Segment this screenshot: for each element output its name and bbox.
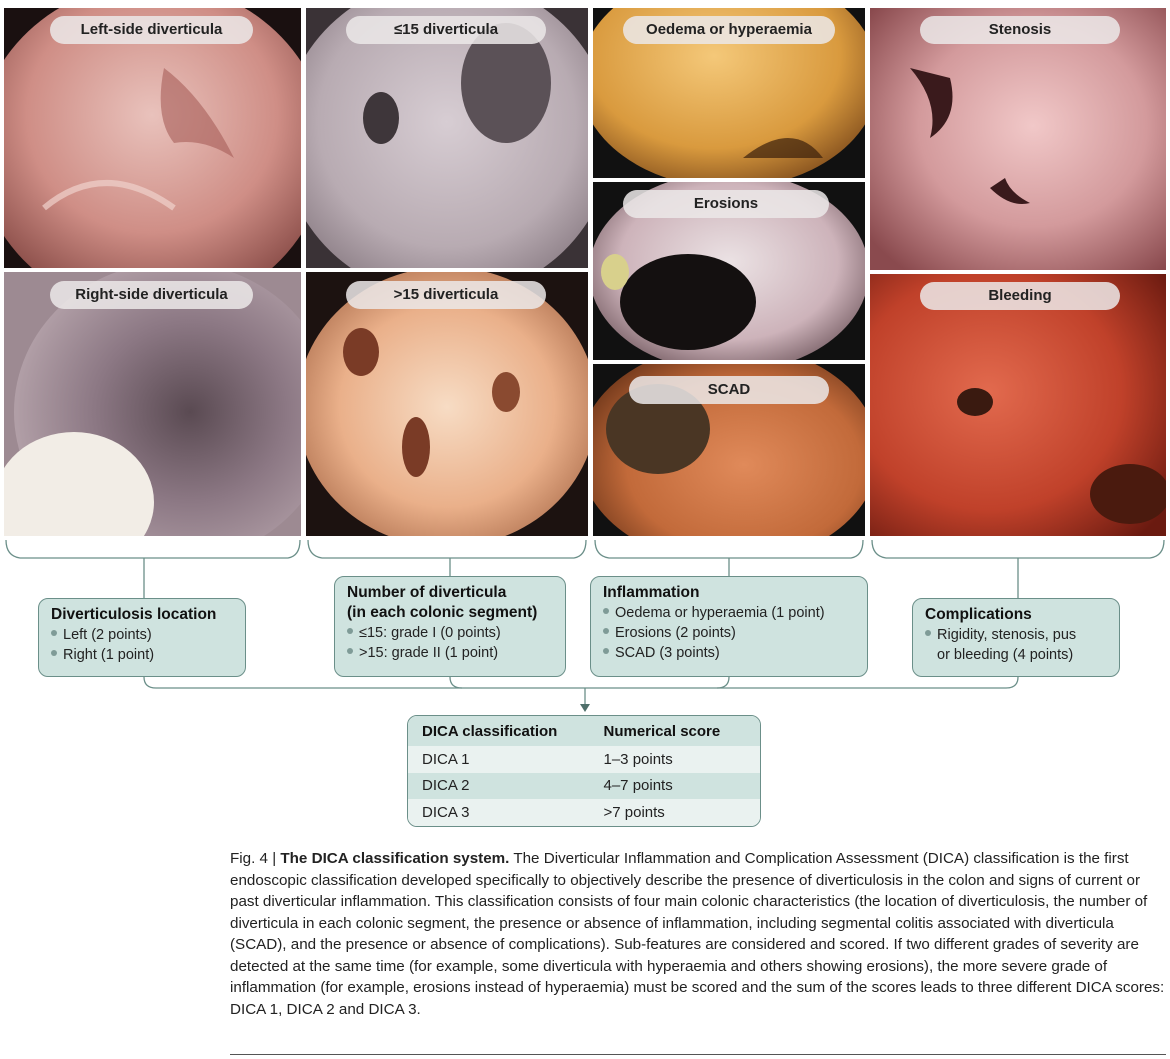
box-title-line1: Number of diverticula [347,584,507,601]
endoscopy-image [4,272,301,536]
table-header-row: DICA classification Numerical score [408,716,760,746]
panel-scad: SCAD [593,364,865,536]
box-diverticulosis-location: Diverticulosis location Left (2 points) … [38,598,246,677]
panel-label: SCAD [629,376,829,404]
caption-label: Fig. 4 | [230,850,281,867]
list-item: >15: grade II (1 point) [347,643,553,663]
box-title: Inflammation [603,584,700,601]
list-item: ≤15: grade I (0 points) [347,623,553,643]
caption-text: The Diverticular Inflammation and Compli… [230,850,1165,1018]
panel-label: Bleeding [920,282,1120,310]
list-item: Right (1 point) [51,645,233,665]
bullet-icon [347,648,353,655]
cell-score: 1–3 points [603,746,760,773]
bracket-inflammation [594,539,864,559]
panel-erosions: Erosions [593,182,865,360]
list-item: SCAD (3 points) [603,643,855,663]
panel-label: Erosions [623,190,829,218]
box-number-of-diverticula: Number of diverticula (in each colonic s… [334,576,566,677]
panel-label: Right-side diverticula [50,281,253,309]
cell-class: DICA 3 [408,799,604,826]
bracket-complications [871,539,1165,559]
panel-label: >15 diverticula [346,281,546,309]
panel-label: ≤15 diverticula [346,16,546,44]
cell-class: DICA 1 [408,746,604,773]
endoscopy-image [306,272,588,536]
box-title-line2: (in each colonic segment) [347,604,538,621]
header-score: Numerical score [603,716,760,746]
bullet-icon [603,608,609,615]
bullet-icon [51,650,57,657]
box-title: Diverticulosis location [51,606,217,623]
list-item: Oedema or hyperaemia (1 point) [603,603,855,623]
table-row: DICA 2 4–7 points [408,772,760,799]
bullet-icon [925,630,931,637]
box-title: Complications [925,606,1032,623]
endoscopy-image [870,274,1166,536]
bullet-icon [603,628,609,635]
panel-bleeding: Bleeding [870,274,1166,536]
endoscopy-image [4,8,301,268]
cell-score: >7 points [603,799,760,826]
cell-score: 4–7 points [603,772,760,799]
panel-left-side-diverticula: Left-side diverticula [4,8,301,268]
table-row: DICA 3 >7 points [408,799,760,826]
list-item: Left (2 points) [51,625,233,645]
table-row: DICA 1 1–3 points [408,746,760,773]
caption-title: The DICA classification system. [280,850,510,867]
cell-class: DICA 2 [408,772,604,799]
figure-caption: Fig. 4 | The DICA classification system.… [230,848,1166,1020]
bracket-location [5,539,301,559]
panel-gt15-diverticula: >15 diverticula [306,272,588,536]
panel-right-side-diverticula: Right-side diverticula [4,272,301,536]
bracket-number [307,539,587,559]
endoscopy-image [306,8,588,268]
arrow-head [580,704,590,712]
list-item: Erosions (2 points) [603,623,855,643]
panel-label: Left-side diverticula [50,16,253,44]
bullet-icon [51,630,57,637]
panel-label: Oedema or hyperaemia [623,16,835,44]
panel-label: Stenosis [920,16,1120,44]
box-inflammation: Inflammation Oedema or hyperaemia (1 poi… [590,576,868,677]
panel-le15-diverticula: ≤15 diverticula [306,8,588,268]
caption-rule [230,1054,1166,1055]
list-item: or bleeding (4 points) [937,647,1074,663]
panel-oedema-hyperaemia: Oedema or hyperaemia [593,8,865,178]
panel-stenosis: Stenosis [870,8,1166,270]
bullet-icon [347,628,353,635]
list-item: Rigidity, stenosis, pus [925,625,1107,645]
header-classification: DICA classification [408,716,604,746]
box-complications: Complications Rigidity, stenosis, pus or… [912,598,1120,677]
dica-table: DICA classification Numerical score DICA… [407,715,761,827]
bullet-icon [603,648,609,655]
endoscopy-image [870,8,1166,270]
